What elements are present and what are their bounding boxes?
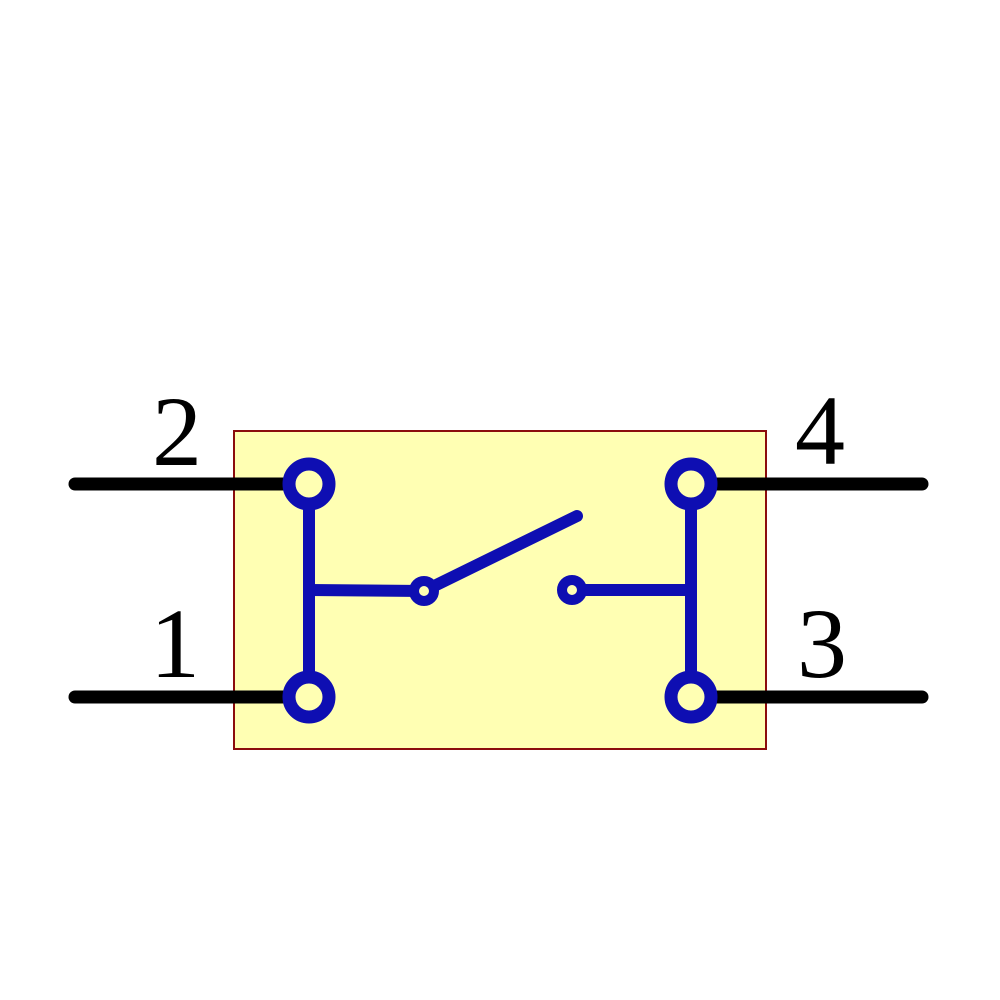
switch-lever[interactable] — [418, 510, 583, 597]
pin-1-terminal[interactable] — [282, 670, 336, 724]
pin-3-terminal[interactable] — [664, 670, 718, 724]
pin-3-label: 3 — [797, 588, 847, 699]
pin-4-label: 4 — [795, 375, 845, 486]
pin-4-terminal[interactable] — [664, 457, 718, 511]
right-contact-point — [557, 575, 587, 605]
pin-1-label: 1 — [150, 588, 200, 699]
left-contact-point — [409, 576, 439, 606]
pin-2-terminal[interactable] — [282, 457, 336, 511]
left-contact-wire — [308, 584, 425, 597]
pin-2-label: 2 — [152, 376, 202, 487]
